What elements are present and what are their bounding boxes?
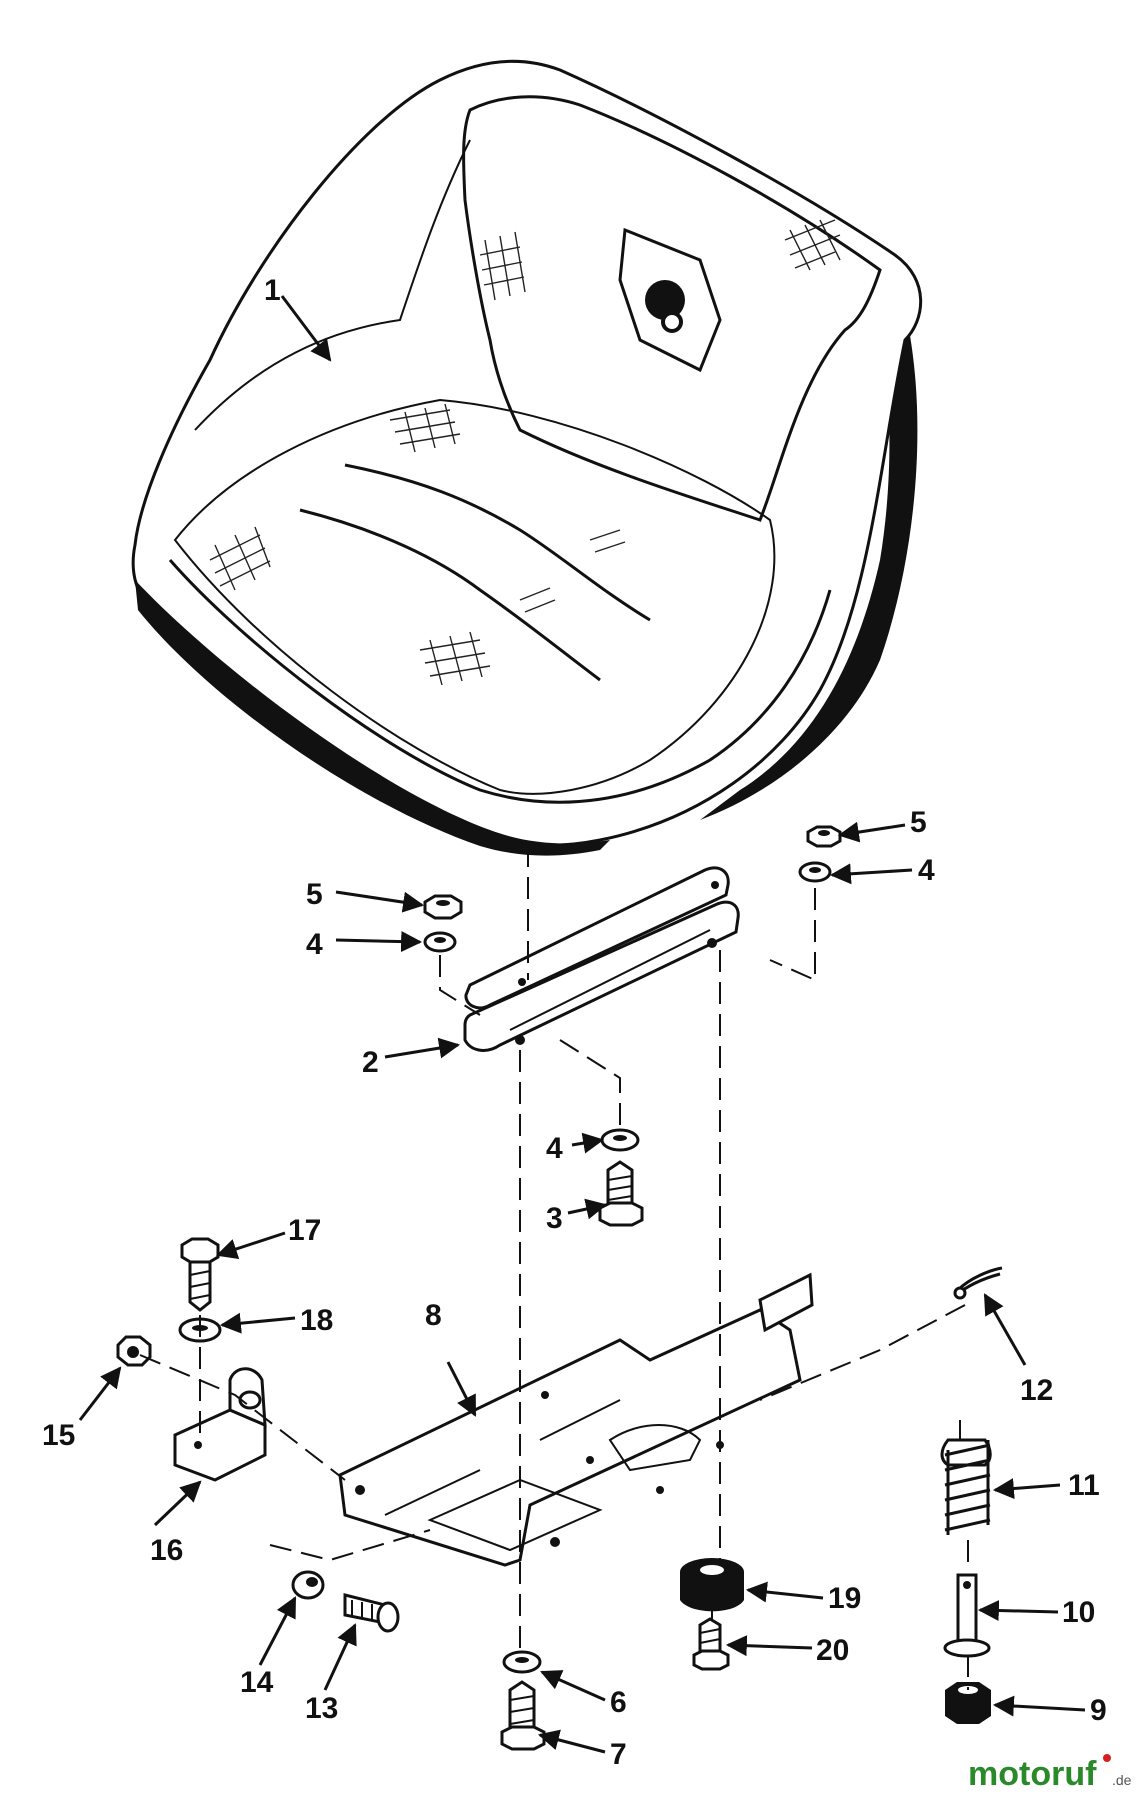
watermark-tld: .de <box>1112 1772 1132 1788</box>
assembly-lines <box>139 845 969 1690</box>
screw-20 <box>692 1617 730 1671</box>
callout-19: 19 <box>828 1582 861 1615</box>
spacer-14 <box>291 1570 325 1600</box>
base-plate-side-flange <box>758 1272 814 1333</box>
callout-labels: 1 2 3 4 4 5 5 4 8 17 18 15 16 12 11 10 9… <box>42 274 1107 1771</box>
seat-cushion-panel <box>173 398 776 795</box>
callout-4-lower: 4 <box>546 1132 563 1165</box>
seat <box>131 59 923 856</box>
callout-1: 1 <box>264 274 281 307</box>
bracket-slot <box>509 929 711 1031</box>
base-plate-slot-2 <box>539 1399 621 1441</box>
pin-10 <box>943 1573 991 1658</box>
callout-16: 16 <box>150 1534 183 1567</box>
bracket-body <box>463 900 740 1052</box>
washer-4-right <box>798 861 832 883</box>
bolt-7 <box>500 1680 546 1751</box>
base-plate-window <box>427 1478 603 1552</box>
base-plate-slot-1 <box>384 1469 481 1516</box>
callout-12: 12 <box>1020 1374 1053 1407</box>
callout-6: 6 <box>610 1686 627 1719</box>
callout-8: 8 <box>425 1299 442 1332</box>
seat-backrest-panel <box>462 95 882 522</box>
callout-5-left: 5 <box>306 878 323 911</box>
seat-logo-badge <box>618 227 722 373</box>
callout-4-right: 4 <box>918 854 935 887</box>
cotter-pin-12 <box>953 1266 1003 1300</box>
spring-11 <box>940 1438 992 1535</box>
callout-3: 3 <box>546 1202 563 1235</box>
washer-6 <box>502 1650 542 1674</box>
seat-cushion-edge <box>168 559 832 804</box>
bumper-19 <box>680 1558 744 1612</box>
callout-7: 7 <box>610 1738 627 1771</box>
callout-14: 14 <box>240 1666 274 1699</box>
base-plate <box>338 1272 814 1567</box>
bolt-3 <box>598 1160 644 1227</box>
seat-logo-icon <box>645 280 685 333</box>
seat-left-flank <box>194 139 471 431</box>
bolt-13 <box>343 1593 400 1633</box>
base-plate-body <box>338 1308 802 1567</box>
hinge-bracket-16 <box>173 1367 267 1482</box>
base-plate-cutout <box>608 1424 702 1472</box>
seat-texture <box>209 219 841 686</box>
watermark-brand: motoruf <box>968 1755 1097 1793</box>
washer-4-lower <box>600 1128 640 1152</box>
callout-10: 10 <box>1062 1596 1095 1629</box>
callout-4-left: 4 <box>306 928 323 961</box>
callout-11: 11 <box>1068 1469 1100 1502</box>
callout-5-right: 5 <box>910 806 927 839</box>
callout-20: 20 <box>816 1634 849 1667</box>
callout-18: 18 <box>300 1304 333 1337</box>
callout-2: 2 <box>362 1046 379 1079</box>
watermark-logo: motoruf .de <box>968 1754 1132 1793</box>
seat-shell <box>131 59 923 847</box>
watermark-dot-icon <box>1103 1754 1111 1762</box>
washer-4-left <box>423 931 457 953</box>
seat-groove-upper <box>344 463 651 622</box>
leader-arrows <box>78 295 1086 1754</box>
callout-13: 13 <box>305 1692 338 1725</box>
callout-15: 15 <box>42 1419 75 1452</box>
nut-15 <box>116 1335 152 1367</box>
mounting-bracket <box>463 866 740 1052</box>
nut-5-right <box>806 825 842 848</box>
callout-17: 17 <box>288 1214 321 1247</box>
bracket-top-flange <box>464 866 730 1010</box>
nut-5-left <box>423 894 463 920</box>
callout-9: 9 <box>1090 1694 1107 1727</box>
bolt-17 <box>180 1237 220 1312</box>
seat-groove-lower <box>299 508 601 682</box>
